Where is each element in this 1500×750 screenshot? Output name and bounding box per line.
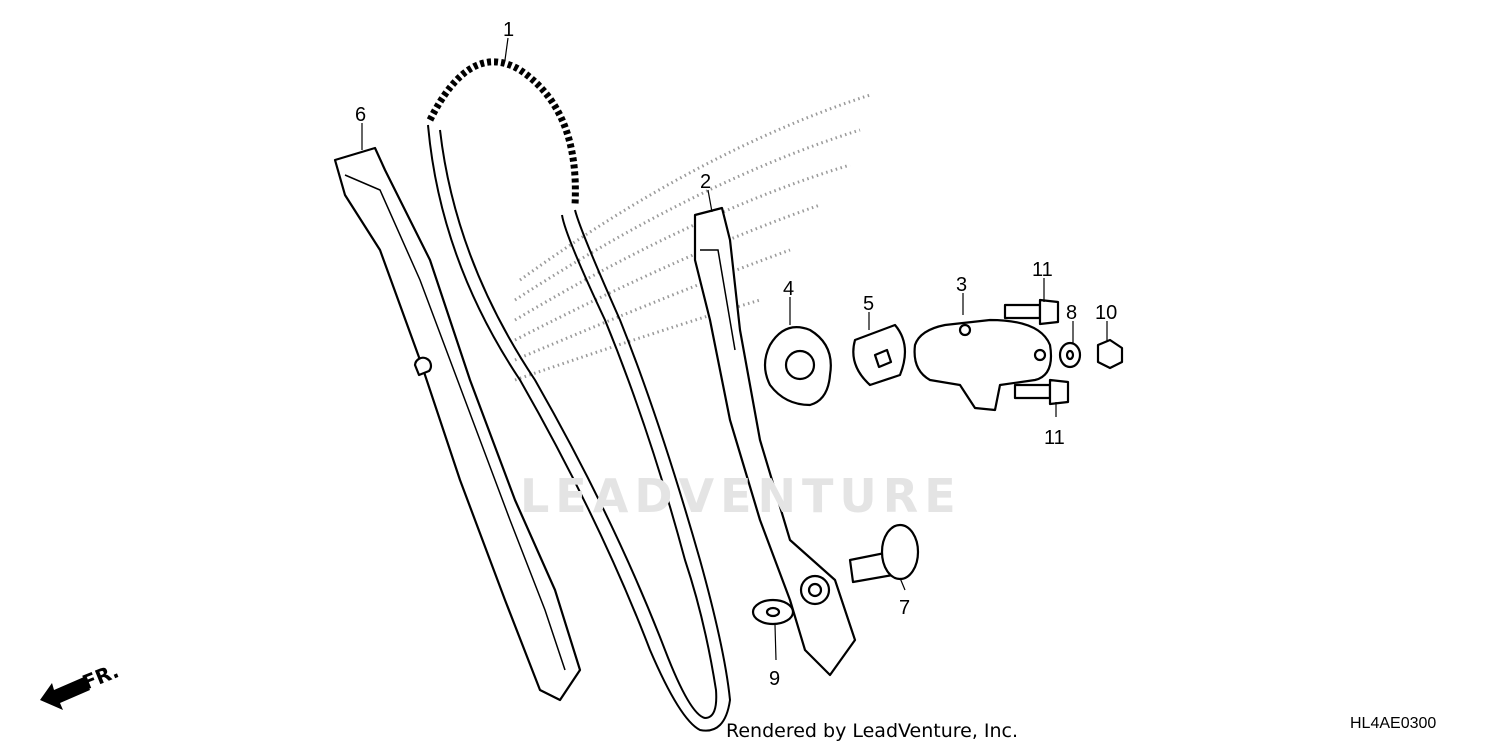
callout-4[interactable]: 4 (783, 278, 794, 300)
pivot-bolt[interactable] (848, 523, 920, 584)
leader-lines (361, 37, 1108, 661)
render-credit: Rendered by LeadVenture, Inc. (726, 720, 1019, 742)
tensioner-lifter[interactable] (913, 318, 1053, 412)
watermark-text: LEADVENTURE (520, 469, 962, 523)
bolt-upper[interactable] (1003, 298, 1060, 326)
washer-9[interactable] (751, 598, 795, 626)
callout-3[interactable]: 3 (956, 274, 967, 296)
diagram-code: HL4AE0300 (1350, 715, 1437, 732)
seal[interactable] (852, 323, 907, 387)
tensioner-arm[interactable] (693, 206, 857, 677)
callout-6[interactable]: 6 (355, 104, 366, 126)
callout-8[interactable]: 8 (1066, 302, 1077, 324)
sealing-bolt-10[interactable] (1096, 338, 1124, 370)
callout-2[interactable]: 2 (700, 171, 711, 193)
front-direction-label: FR. (79, 659, 122, 695)
callout-11-lower[interactable]: 11 (1044, 427, 1065, 449)
callout-9[interactable]: 9 (769, 668, 780, 690)
callout-5[interactable]: 5 (863, 293, 874, 315)
callout-7[interactable]: 7 (899, 597, 910, 619)
gasket[interactable] (763, 326, 832, 407)
bolt-lower[interactable] (1013, 378, 1070, 406)
washer-8[interactable] (1058, 341, 1082, 369)
callout-1[interactable]: 1 (503, 19, 514, 41)
front-direction-arrow-icon (40, 677, 90, 710)
chain-guide[interactable] (333, 146, 582, 702)
callout-10[interactable]: 10 (1095, 302, 1117, 324)
cam-chain[interactable] (426, 58, 732, 732)
callout-11-upper[interactable]: 11 (1032, 259, 1053, 281)
